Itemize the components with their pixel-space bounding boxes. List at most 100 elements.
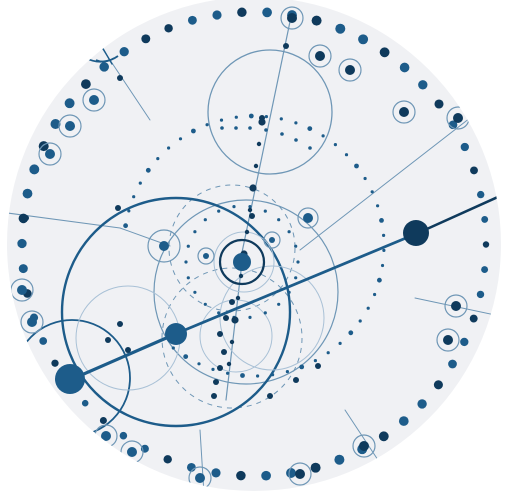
- outer-orbit-dot: [18, 264, 28, 274]
- outer-orbit-dot: [311, 15, 322, 26]
- arc-dot: [294, 138, 298, 142]
- dashed-orbit-ring: [168, 184, 296, 312]
- inner-orbit-dot: [307, 126, 313, 131]
- ringed-node-ring: [197, 247, 215, 265]
- core-orbit-dot: [203, 218, 207, 222]
- inner-orbit-dot: [338, 341, 342, 345]
- outer-orbit-dot: [119, 431, 128, 440]
- core-orbit-dot: [277, 302, 281, 306]
- ringed-node-dot: [89, 95, 99, 105]
- node-dot: [259, 115, 265, 121]
- ringed-node-dot: [269, 237, 275, 243]
- major-node: [165, 323, 187, 345]
- small-orbit-ring: [199, 299, 273, 373]
- inner-orbit-dot: [366, 306, 370, 310]
- inner-orbit-dot: [156, 157, 160, 161]
- center-orbit-ring: [153, 199, 339, 385]
- core-orbit-dot: [193, 290, 197, 294]
- outer-orbit-dot: [22, 188, 33, 199]
- ringed-node-dot: [159, 241, 169, 251]
- arc-dot: [220, 126, 224, 130]
- ringed-node-dot: [127, 447, 137, 457]
- inner-orbit-dot: [377, 277, 382, 283]
- outer-orbit-dot: [398, 416, 409, 426]
- core-orbit-dot: [248, 205, 252, 209]
- small-orbit-ring: [219, 265, 325, 371]
- core-orbit-dot: [296, 260, 300, 264]
- connector-line: [199, 429, 205, 491]
- ringed-node-ring: [392, 100, 416, 124]
- inner-orbit-dot: [382, 233, 386, 237]
- node-dot: [315, 363, 321, 369]
- chain-dot: [249, 184, 257, 192]
- arc-dot: [280, 132, 284, 136]
- outer-orbit-dot: [99, 62, 109, 72]
- inner-orbit-dot: [380, 263, 385, 268]
- chain-dot: [231, 316, 239, 324]
- outer-orbit-dot: [286, 468, 296, 478]
- inner-orbit-dot: [191, 128, 196, 134]
- inner-orbit-dot: [167, 146, 171, 150]
- core-orbit-dot: [193, 230, 197, 234]
- node-dot: [217, 365, 223, 371]
- outer-orbit-dot: [460, 142, 469, 152]
- inner-orbit-dot: [234, 115, 238, 119]
- outer-orbit-dot: [448, 359, 457, 369]
- inner-orbit-dot: [132, 195, 136, 199]
- inner-orbit-dot: [354, 163, 359, 169]
- inner-orbit-dot: [171, 346, 175, 350]
- outer-orbit-dot: [99, 416, 107, 425]
- core-orbit-dot: [184, 260, 188, 264]
- outer-orbit-dot: [141, 34, 151, 44]
- ringed-node-dot: [399, 107, 409, 117]
- core-orbit-dot: [248, 315, 252, 319]
- outer-orbit-dot: [164, 24, 173, 33]
- ringed-node-dot: [101, 431, 111, 441]
- chain-dot: [253, 163, 259, 169]
- node-dot: [117, 321, 123, 327]
- inner-orbit-dot: [197, 362, 201, 366]
- inner-orbit-dot: [313, 359, 317, 363]
- core-orbit-dot: [263, 311, 267, 315]
- outer-orbit-dot: [212, 10, 222, 20]
- ringed-node-dot: [203, 253, 209, 259]
- ringed-node-ring: [288, 462, 312, 486]
- outer-orbit-dot: [50, 119, 61, 129]
- connector-line: [299, 117, 471, 251]
- ringed-node-dot: [451, 301, 461, 311]
- core-orbit-dot: [203, 302, 207, 306]
- inner-orbit-dot: [370, 190, 374, 194]
- outer-orbit-dot: [399, 62, 410, 73]
- outer-orbit-dot: [237, 7, 247, 18]
- inner-orbit-dot: [219, 118, 224, 122]
- ringed-node-ring: [20, 310, 44, 334]
- node-dot: [221, 349, 227, 355]
- arc-dot: [248, 126, 252, 130]
- inner-orbit-dot: [294, 121, 298, 125]
- arc-dot: [234, 126, 238, 130]
- outer-orbit-dot: [470, 166, 478, 175]
- core-orbit-dot: [277, 218, 281, 222]
- ringed-node-dot: [315, 51, 325, 61]
- ringed-node-dot: [295, 469, 305, 479]
- inner-orbit-dot: [333, 143, 337, 147]
- ringed-node-ring: [436, 328, 460, 352]
- main-axis-line: [178, 231, 420, 334]
- core-orbit-dot: [217, 311, 221, 315]
- upper-orbit-ring: [207, 49, 333, 175]
- connector-line: [225, 261, 243, 401]
- inner-orbit-dot: [271, 373, 275, 377]
- background-disk: [7, 0, 501, 491]
- ringed-node-dot: [453, 113, 463, 123]
- radar-arc: [95, 57, 115, 63]
- ringed-node-ring: [444, 294, 468, 318]
- inner-orbit-dot: [376, 204, 380, 208]
- node-dot: [283, 43, 289, 49]
- outer-orbit-dot: [334, 454, 345, 465]
- inner-orbit-dot: [326, 351, 330, 355]
- inner-orbit-dot: [363, 176, 367, 181]
- inner-orbit-dot: [382, 248, 386, 252]
- node-dot: [293, 377, 299, 383]
- inner-orbit-dot: [264, 115, 268, 119]
